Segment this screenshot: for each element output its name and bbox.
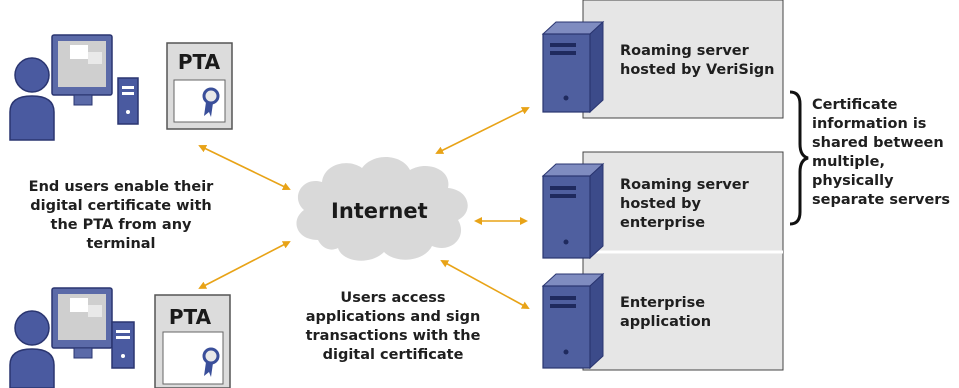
double-arrow-icon xyxy=(198,145,291,190)
server-panel-bottom xyxy=(582,151,784,371)
double-arrow-icon xyxy=(198,241,291,289)
server-panel-top xyxy=(582,0,784,119)
server-label-enterprise: Roaming server hosted by enterprise xyxy=(620,177,749,231)
brace-caption: Certificate information is shared betwee… xyxy=(812,97,951,208)
server-icon xyxy=(541,20,605,114)
server-icon xyxy=(541,162,605,260)
end-user-caption: End users enable their digital certifica… xyxy=(28,179,214,252)
double-arrow-icon xyxy=(435,107,530,154)
internet-label: Internet xyxy=(331,199,428,223)
certificate-icon xyxy=(166,42,233,130)
monitor-icon xyxy=(51,34,113,106)
pta-label-bottom: PTA xyxy=(168,305,212,329)
server-icon xyxy=(541,272,605,370)
tower-icon xyxy=(117,77,139,125)
server-label-application: Enterprise application xyxy=(620,295,712,330)
user-icon xyxy=(9,310,55,388)
certificate-icon xyxy=(154,294,231,388)
access-caption: Users access applications and sign trans… xyxy=(305,290,481,363)
double-arrow-icon xyxy=(440,260,530,309)
pta-label-top: PTA xyxy=(177,50,221,74)
tower-icon xyxy=(111,321,135,369)
monitor-icon xyxy=(51,287,113,359)
terminal-bottom xyxy=(9,287,135,388)
user-icon xyxy=(9,57,55,141)
brace-icon xyxy=(789,90,809,226)
terminal-top xyxy=(9,34,139,141)
cloud-icon xyxy=(296,156,468,261)
server-label-verisign: Roaming server hosted by VeriSign xyxy=(620,43,775,78)
